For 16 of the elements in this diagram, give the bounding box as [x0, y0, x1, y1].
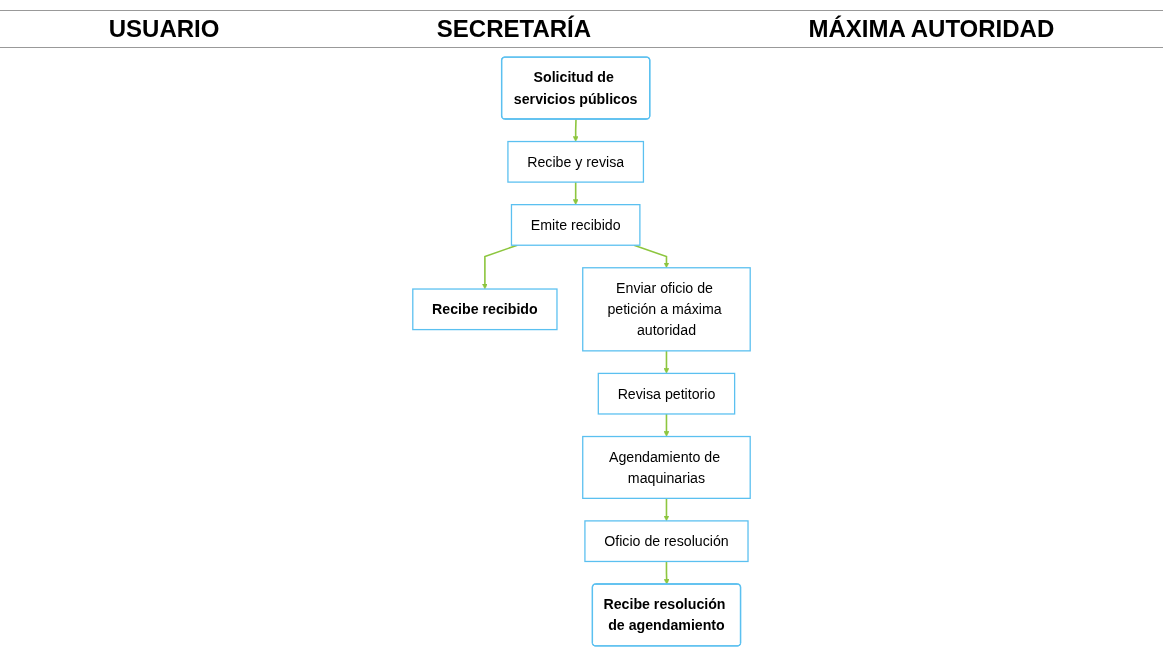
arrow	[572, 118, 579, 142]
arrow	[572, 181, 579, 205]
column-header: MÁXIMA AUTORIDAD	[808, 15, 1055, 43]
column-header: SECRETARÍA	[436, 15, 592, 43]
arrow	[663, 413, 670, 437]
node-box: Recibe y revisa	[507, 140, 645, 183]
node-box: Emite recibido	[510, 204, 641, 246]
node-box: Revisa petitorio	[597, 372, 736, 415]
node-box: Recibe recibido	[412, 288, 558, 331]
node-box: Enviar oficio de petición a máxima autoridad	[582, 267, 751, 352]
arrow	[663, 560, 670, 585]
arrow	[663, 497, 670, 522]
arrow	[663, 350, 670, 374]
node-box: Agendamiento de maquinarias	[582, 435, 751, 499]
node-box: Oficio de resolución	[584, 520, 749, 563]
column-header: USUARIO	[108, 15, 220, 43]
